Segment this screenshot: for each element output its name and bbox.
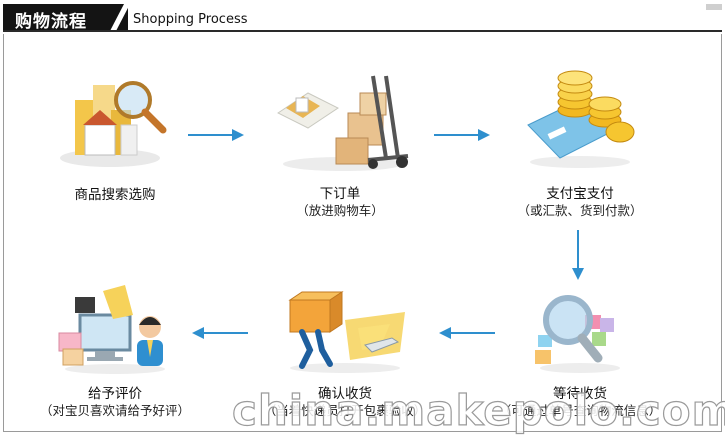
arrow-left-icon [439, 327, 495, 339]
step-label: 等待收货 [553, 386, 607, 402]
review-computer-icon [58, 285, 165, 374]
magnifier-query-icon [535, 295, 620, 373]
courier-package-icon [288, 291, 405, 373]
step-note: （或汇款、货到付款） [517, 203, 643, 218]
content-frame [3, 34, 722, 432]
step-label: 确认收货 [318, 386, 372, 402]
step-search: 商品搜索选购 [45, 70, 185, 210]
cart-boxes-icon [277, 75, 409, 171]
step-note: （可通过单号查询物流信息） [498, 403, 662, 418]
step-payment: 支付宝支付 （或汇款、货到付款） [500, 70, 660, 220]
header: 购物流程 Shopping Process [0, 0, 725, 34]
arrow-left-icon [192, 327, 248, 339]
arrow-right-icon [188, 129, 244, 141]
title-slash-decoration [110, 4, 130, 31]
watermark-text: china.makepolo.com [231, 385, 725, 435]
step-order: 下订单 （放进购物车） [260, 68, 420, 218]
step-label: 下订单 [319, 186, 361, 202]
step-label: 商品搜索选购 [74, 187, 156, 203]
step-waiting: 等待收货 （可通过单号查询物流信息） [490, 290, 670, 420]
city-search-icon [60, 81, 167, 167]
arrow-right-icon [434, 129, 490, 141]
step-note: （当着快递员打开包裹验收） [263, 403, 427, 418]
page-subtitle: Shopping Process [133, 12, 248, 27]
header-divider [3, 30, 722, 32]
step-note: （放进购物车） [296, 203, 384, 218]
step-confirm: 确认收货 （当着快递员打开包裹验收） [255, 290, 435, 420]
page-title: 购物流程 [15, 12, 87, 32]
title-block: 购物流程 [3, 4, 128, 32]
step-label: 给予评价 [88, 386, 142, 402]
step-review: 给予评价 （对宝贝喜欢请给予好评） [30, 285, 200, 420]
step-label: 支付宝支付 [546, 186, 614, 202]
arrow-down-icon [572, 230, 584, 280]
coins-card-icon [527, 70, 635, 168]
corner-decoration [706, 4, 722, 10]
step-note: （对宝贝喜欢请给予好评） [39, 403, 190, 418]
